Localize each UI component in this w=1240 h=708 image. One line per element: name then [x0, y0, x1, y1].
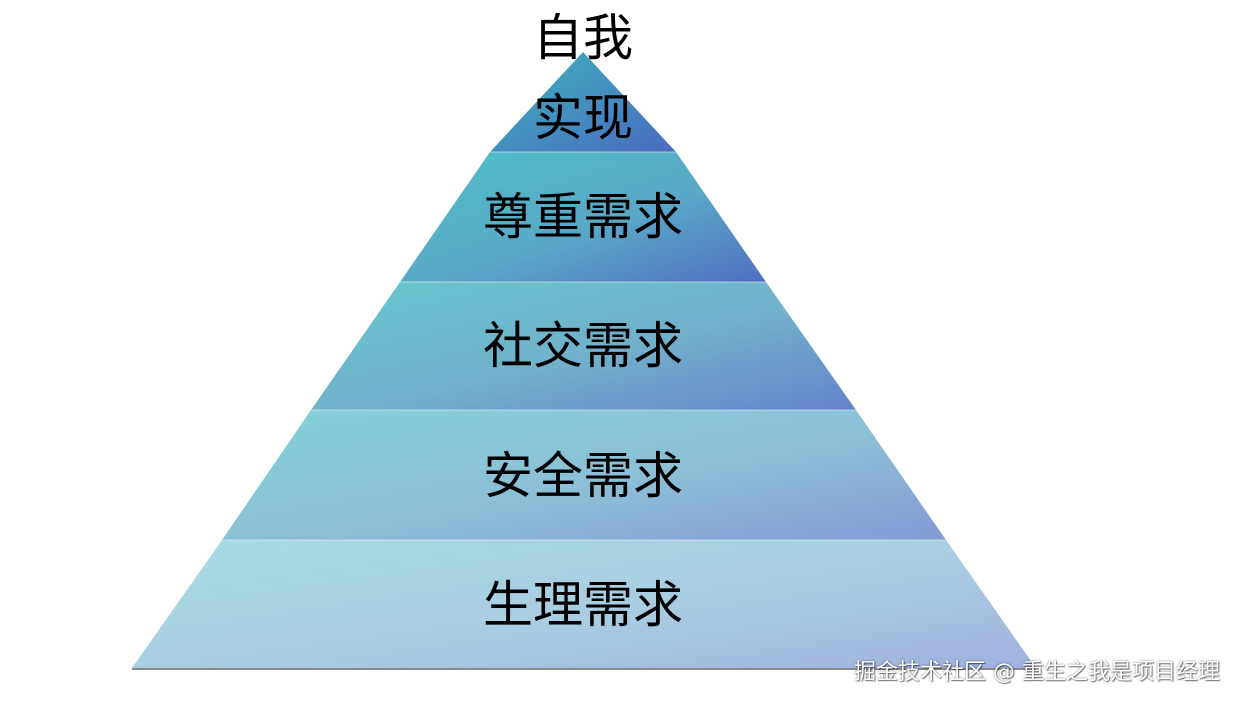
pyramid-level-physiological [132, 540, 1036, 668]
pyramid-level-self-actualization [490, 52, 676, 152]
label-safety: 安全需求 [483, 447, 683, 505]
watermark: 掘金技术社区 @ 重生之我是项目经理 [854, 660, 1220, 685]
label-physiological: 生理需求 [483, 576, 683, 634]
pyramid-level-esteem [400, 152, 766, 282]
label-self-actualization-line1: 自我 [533, 9, 633, 67]
label-self-actualization-line2: 实现 [533, 89, 633, 147]
label-esteem: 尊重需求 [483, 188, 683, 246]
pyramid-level-safety [222, 410, 946, 540]
label-social: 社交需求 [483, 317, 683, 375]
pyramid-level-social [311, 282, 856, 410]
